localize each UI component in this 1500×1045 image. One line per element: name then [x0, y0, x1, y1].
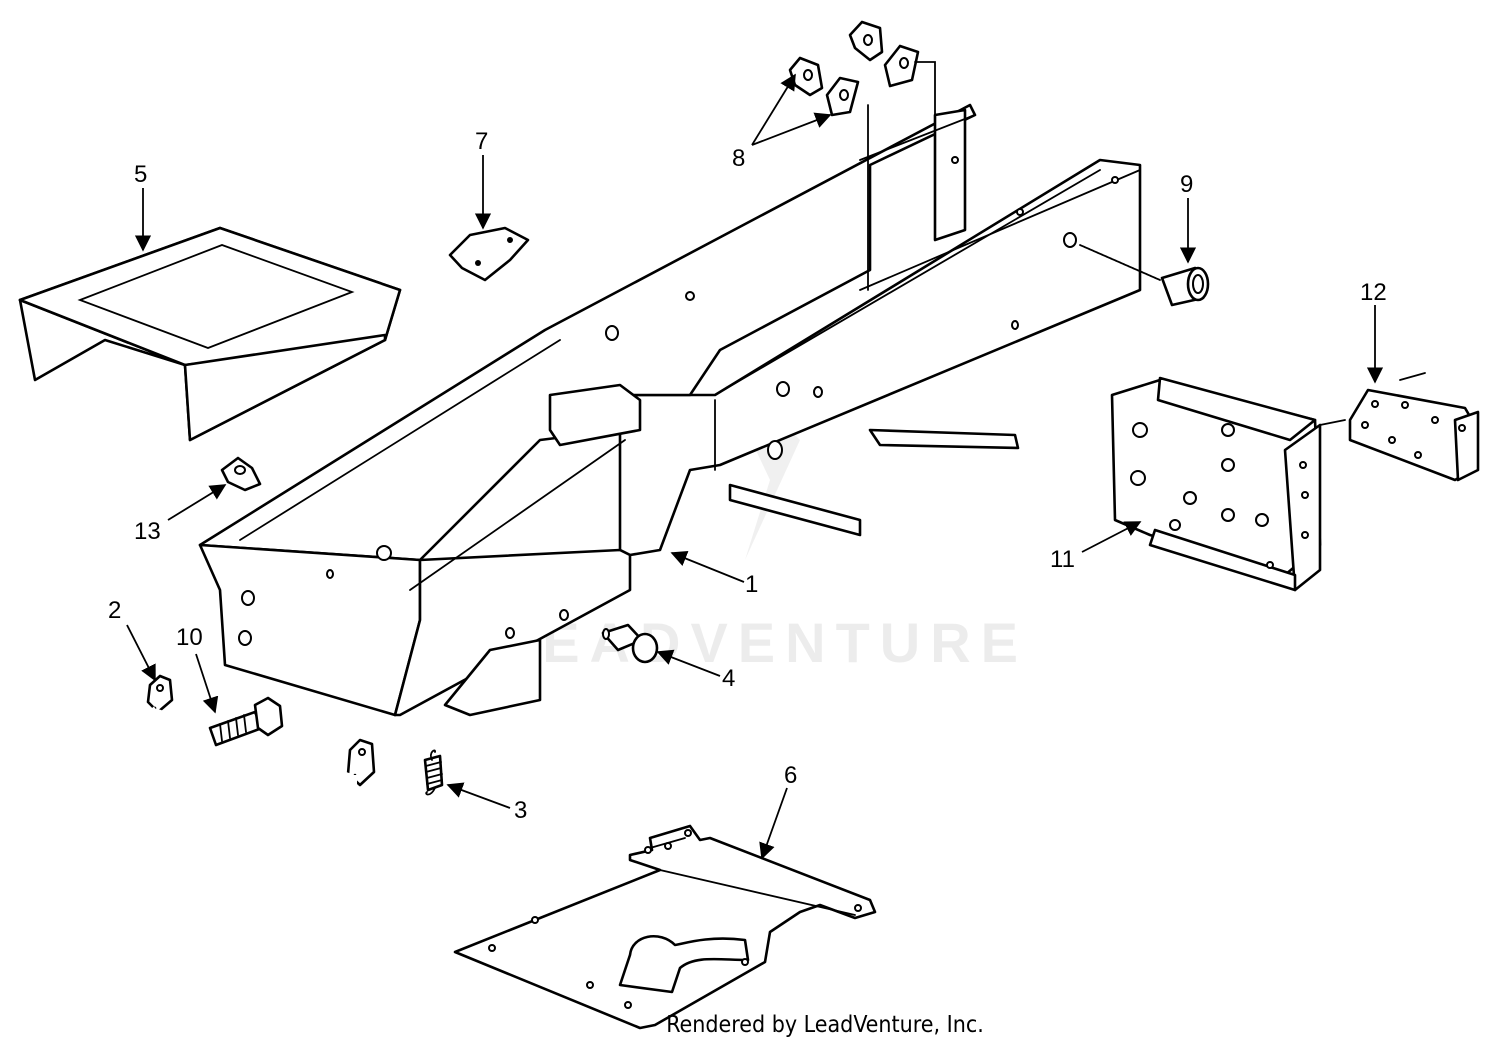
clevis-pin	[601, 623, 659, 664]
bushing	[1079, 244, 1210, 307]
spring	[423, 749, 444, 796]
callout-3: 3	[514, 797, 527, 824]
cable-clamp	[220, 456, 262, 492]
leader-lines	[126, 73, 1384, 860]
clip-set	[788, 20, 936, 291]
callout-1: 1	[745, 571, 758, 598]
callout-6: 6	[784, 762, 797, 789]
curved-bracket	[448, 226, 530, 282]
main-frame	[198, 103, 1142, 717]
callout-5: 5	[134, 161, 147, 188]
mounting-bracket	[1110, 376, 1322, 592]
bracket-nuts	[1130, 422, 1309, 569]
callout-7: 7	[475, 128, 488, 155]
bottom-plate	[453, 824, 877, 1030]
callout-4: 4	[722, 665, 735, 692]
bracket-plate	[1319, 372, 1480, 482]
render-credit: Rendered by LeadVenture, Inc.	[666, 1012, 984, 1038]
hex-bolt	[208, 696, 284, 747]
watermark-text: LEADVENTURE	[498, 611, 1028, 674]
callout-2: 2	[108, 597, 121, 624]
callout-labels: 1 2 3 4 5 6 7 8 9 10 11 12 13	[108, 128, 1387, 824]
callout-10: 10	[176, 624, 203, 651]
callout-9: 9	[1180, 171, 1193, 198]
callout-8: 8	[732, 145, 745, 172]
seat-pan-cover	[18, 226, 402, 442]
callout-12: 12	[1360, 279, 1387, 306]
callout-13: 13	[134, 518, 161, 545]
callout-11: 11	[1050, 546, 1075, 573]
ground-strap	[139, 674, 376, 852]
